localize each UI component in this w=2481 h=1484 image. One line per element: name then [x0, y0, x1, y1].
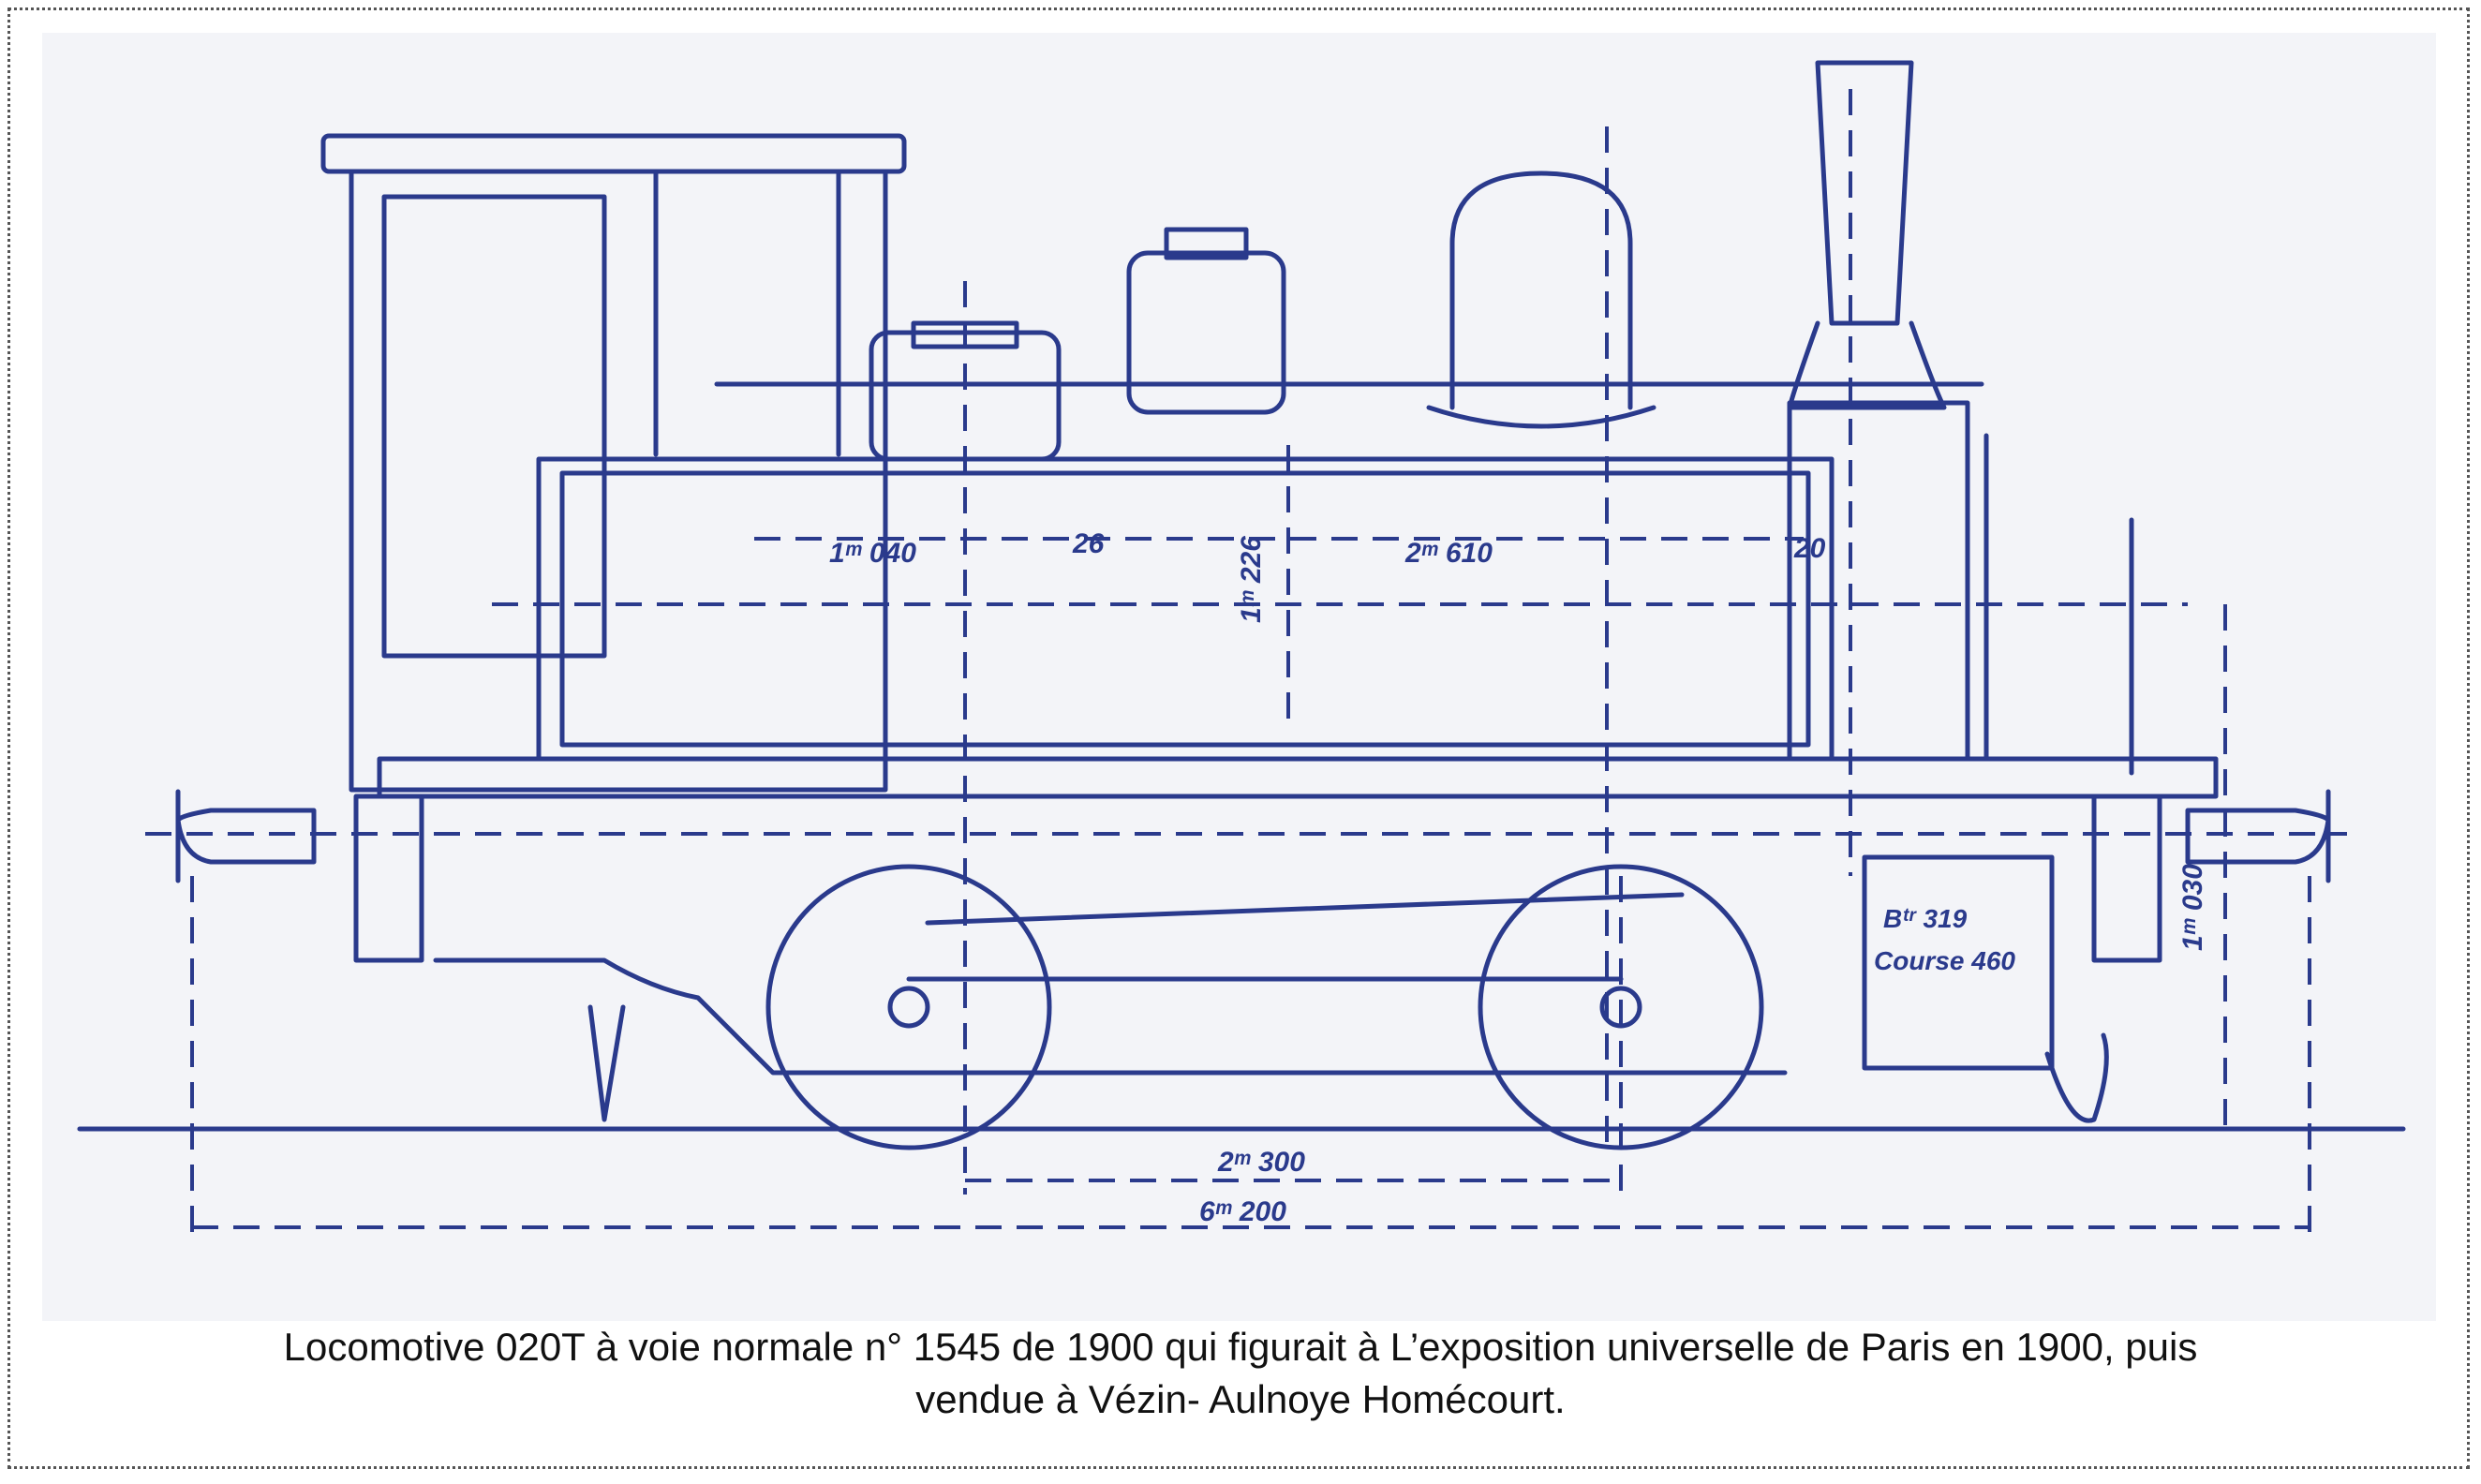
- caption-line-2: vendue à Vézin- Aulnoye Homécourt.: [915, 1377, 1566, 1421]
- page-border: [7, 7, 2470, 1469]
- safety-valve-dome: [1126, 250, 1286, 415]
- side-tank: [536, 456, 1835, 762]
- cab-roof: [320, 133, 907, 174]
- dim-overall-length: 6ᵐ 200: [1199, 1196, 1286, 1227]
- sand-box: [869, 330, 1062, 462]
- dim-tank-gap-right: 20: [1793, 533, 1826, 564]
- dim-buffer-height: 1ᵐ 030: [2177, 864, 2208, 951]
- cab-window: [381, 194, 607, 659]
- caption: Locomotive 020T à voie normale n° 1545 d…: [28, 1321, 2453, 1426]
- connecting-rod: [925, 892, 1685, 926]
- plate-stroke: Course 460: [1874, 946, 2015, 975]
- cylinder-block: [1862, 854, 2055, 1071]
- locomotive-svg: 1ᵐ 040 26 2ᵐ 610 20 1ᵐ 226 2ᵐ 300 6ᵐ 200…: [77, 60, 2406, 1232]
- rear-wheel-hub: [887, 986, 930, 1029]
- plate-bore: Bᵗʳ 319: [1883, 904, 1968, 933]
- locomotive-drawing: 1ᵐ 040 26 2ᵐ 610 20 1ᵐ 226 2ᵐ 300 6ᵐ 200…: [42, 33, 2436, 1321]
- chimney-base: [1787, 320, 1947, 410]
- smokebox: [1787, 400, 1970, 762]
- dim-tank-front: 1ᵐ 040: [829, 538, 916, 569]
- steam-dome-base: [1426, 405, 1656, 429]
- rear-buffer: [175, 808, 317, 865]
- rear-wheel: [765, 864, 1052, 1150]
- safety-valve-cap: [1164, 227, 1249, 260]
- rear-buffer-beam: [353, 794, 424, 963]
- front-buffer-beam: [2091, 794, 2162, 963]
- side-tank-inner: [559, 470, 1811, 748]
- dim-tank-height: 1ᵐ 226: [1236, 536, 1267, 623]
- front-pedestal: [2044, 1032, 2109, 1123]
- dim-wheelbase: 2ᵐ 300: [1217, 1147, 1305, 1178]
- frame-lower: [433, 957, 1788, 1076]
- steam-dome: [1449, 171, 1633, 410]
- dim-tank-length: 2ᵐ 610: [1404, 538, 1493, 569]
- rear-pedestal: [587, 1004, 626, 1122]
- cab-side: [349, 169, 888, 793]
- chimney-stack: [1815, 60, 1914, 326]
- front-buffer: [2185, 808, 2331, 865]
- caption-line-1: Locomotive 020T à voie normale n° 1545 d…: [283, 1325, 2198, 1369]
- dim-tank-gap-left: 26: [1072, 528, 1105, 559]
